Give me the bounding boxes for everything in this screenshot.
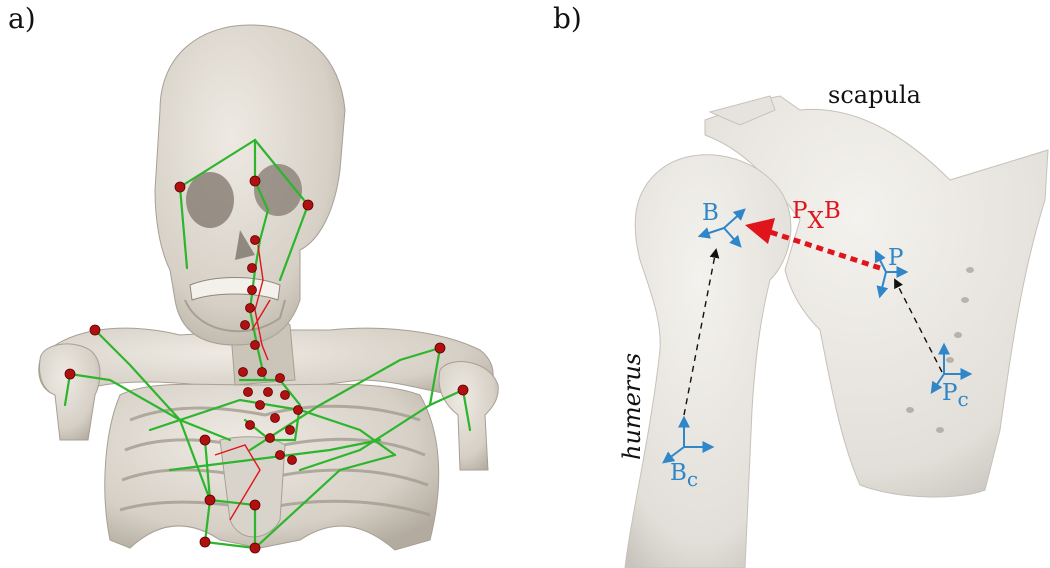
frame-pc-main: P	[942, 380, 957, 406]
skeleton-model	[39, 25, 499, 553]
frame-b-label: B	[702, 200, 719, 226]
right-humerus	[439, 362, 498, 470]
frame-bc-sub: c	[687, 467, 698, 491]
frame-pc-sub: c	[957, 387, 968, 411]
transform-label-b: B	[824, 198, 841, 224]
transform-label-x: X	[807, 208, 824, 234]
frame-bc-main: B	[670, 460, 687, 486]
frame-p-label: P	[888, 245, 903, 271]
shoulder-model	[625, 96, 1048, 568]
humerus-label: humerus	[618, 353, 646, 460]
transform-label-p: P	[792, 198, 807, 224]
left-orbit	[186, 172, 234, 228]
scapula-label: scapula	[828, 81, 921, 109]
